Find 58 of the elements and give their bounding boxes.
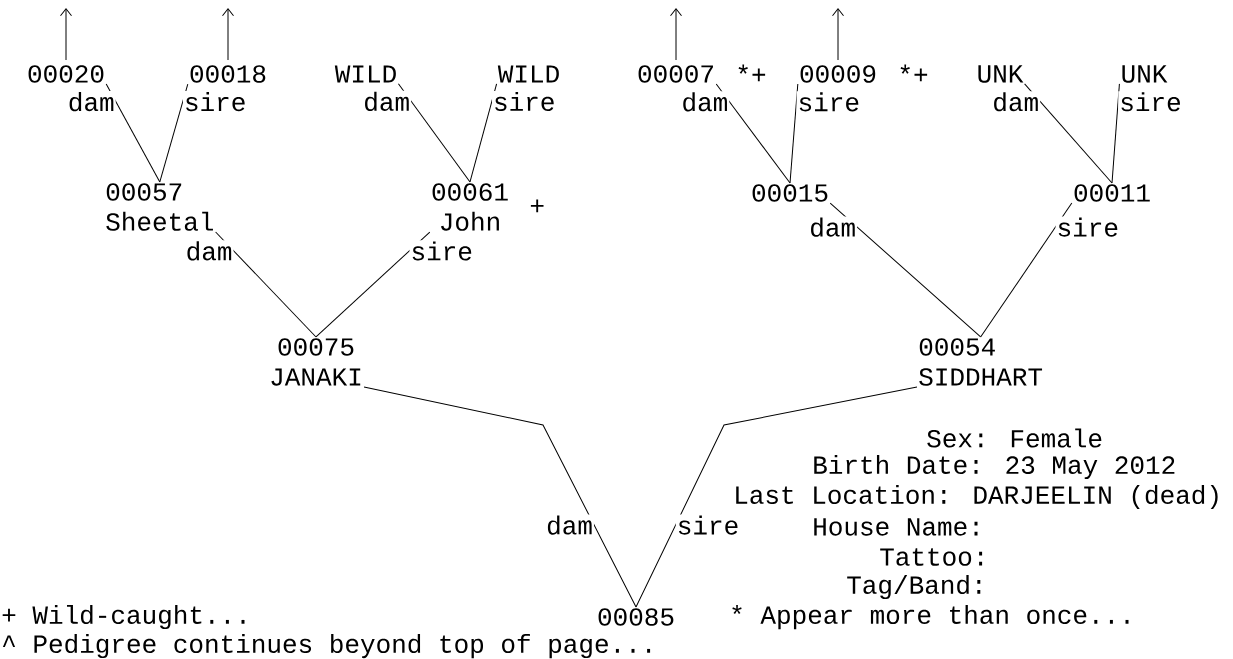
info-text: Last Location: DARJEELIN (dead): [736, 484, 1218, 510]
animal-id: 00061 John: [432, 183, 508, 231]
edge-label: dam: [680, 91, 730, 113]
continuation-arrow: [222, 8, 234, 61]
pedigree-line: [363, 386, 637, 608]
animal-id: 00020: [28, 65, 104, 83]
pedigree-line: [105, 83, 161, 183]
pedigree-line: [215, 231, 317, 338]
info-text: Birth Date: 23 May 2012: [814, 454, 1175, 480]
edge-label: dam: [184, 240, 234, 262]
footnote-mark: *+: [738, 64, 766, 82]
edge-label: dam: [66, 91, 116, 113]
pedigree-line: [1111, 83, 1120, 184]
pedigree-line: [159, 83, 189, 183]
animal-id: WILD: [334, 65, 396, 83]
footnote-mark: +: [530, 199, 544, 213]
pedigree-line: [469, 83, 498, 183]
info-text: ^ Pedigree continues beyond top of page...: [2, 633, 651, 659]
pedigree-line: [789, 83, 799, 184]
continuation-arrow: [670, 8, 682, 61]
edge-label: sire: [409, 240, 474, 262]
edge-label: dam: [991, 91, 1041, 113]
edge-label: sire: [1055, 216, 1120, 238]
pedigree-line: [635, 386, 918, 608]
edge-label: sire: [675, 514, 741, 536]
animal-id: 00015: [752, 184, 828, 202]
pedigree-line: [715, 83, 791, 184]
info-text: + Wild-caught...: [2, 604, 245, 630]
info-text: * Appear more than once...: [732, 604, 1129, 630]
edge-label: sire: [492, 90, 557, 112]
info-text: House Name:: [814, 518, 978, 536]
animal-id: UNK: [1122, 65, 1168, 83]
pedigree-line: [397, 83, 471, 183]
info-text: Sex: Female: [927, 428, 1102, 448]
edge-label: sire: [796, 91, 861, 113]
edge-label: dam: [808, 216, 858, 238]
edge-label: dam: [545, 514, 594, 536]
info-text: Tag/Band:: [847, 574, 981, 600]
footnote-mark: *+: [900, 64, 928, 82]
pedigree-line: [980, 202, 1073, 338]
animal-id: 00054 SIDDHART: [919, 338, 1043, 386]
edge-label: sire: [182, 91, 248, 113]
continuation-arrow: [832, 8, 844, 61]
animal-id: UNK: [978, 65, 1024, 83]
animal-id: 00075 JANAKI: [271, 338, 361, 386]
pedigree-line: [1024, 83, 1113, 184]
animal-id: 00007: [638, 65, 713, 83]
info-text: Tattoo:: [880, 548, 983, 566]
animal-id: 00018: [190, 65, 266, 83]
animal-id: 00085: [598, 608, 674, 626]
pedigree-line: [315, 231, 431, 338]
continuation-arrow: [60, 8, 72, 61]
animal-id: WILD: [497, 65, 559, 83]
animal-id: 00009: [800, 65, 876, 83]
animal-id: 00011: [1074, 184, 1150, 202]
pedigree-line: [829, 202, 982, 338]
edge-label: sire: [1118, 91, 1183, 113]
edge-label: dam: [362, 90, 412, 113]
